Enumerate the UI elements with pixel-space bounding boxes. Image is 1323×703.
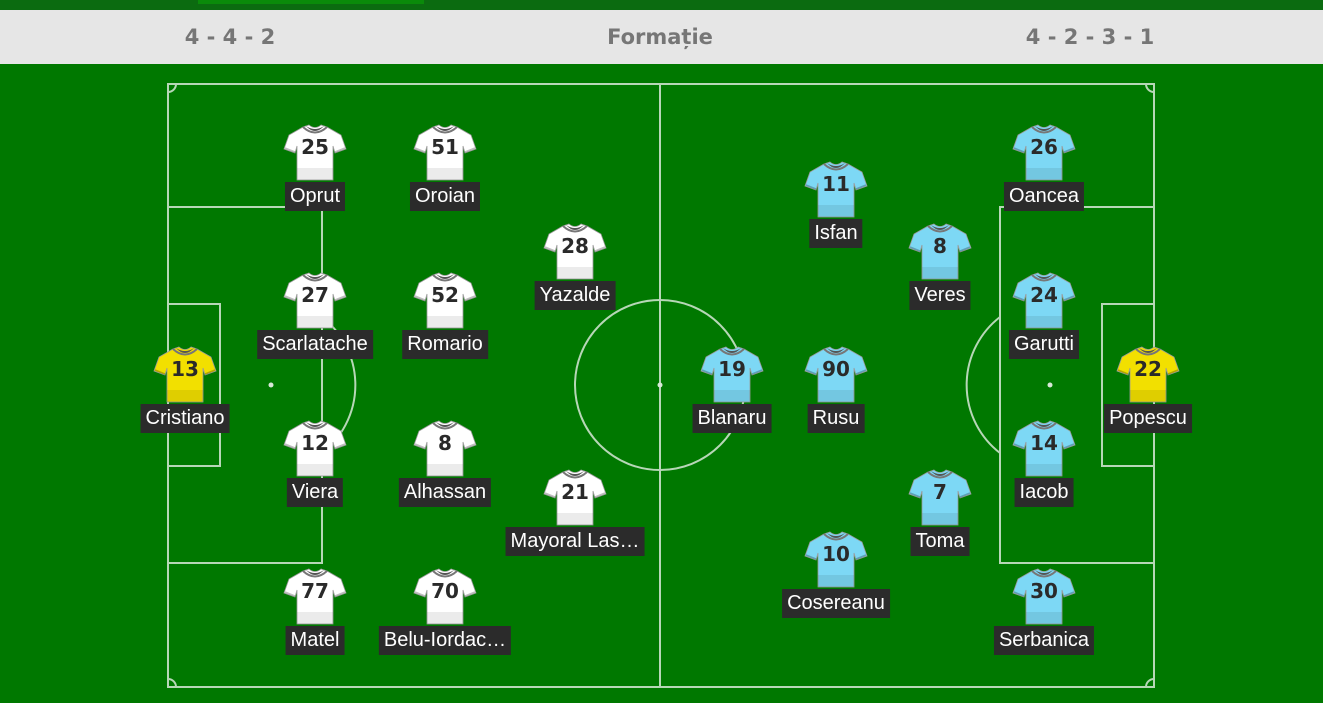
player-number: 25 [301, 135, 329, 159]
player-name: Yazalde [534, 281, 616, 310]
player-number: 12 [301, 431, 329, 455]
player-number: 30 [1030, 579, 1058, 603]
player-number: 7 [933, 480, 947, 504]
player-name: Garutti [1008, 330, 1080, 359]
player-name: Iacob [1014, 478, 1074, 507]
away-shirt-icon: 24 [1012, 272, 1076, 330]
player-number: 11 [822, 172, 850, 196]
player-name: Veres [909, 281, 971, 310]
player-number: 28 [561, 234, 589, 258]
home-shirt-icon: 12 [283, 420, 347, 478]
home-shirt-icon: 8 [413, 420, 477, 478]
away-shirt-icon: 26 [1012, 124, 1076, 182]
player-name: Matel [285, 626, 345, 655]
player-name: Belu-Iordac… [378, 626, 512, 655]
formation-header: 4 - 4 - 2 Formație 4 - 2 - 3 - 1 [0, 10, 1323, 65]
away-shirt-icon: 8 [908, 223, 972, 281]
away-shirt-icon: 19 [700, 346, 764, 404]
home-shirt-icon: 25 [283, 124, 347, 182]
player-number: 8 [933, 234, 947, 258]
player-name: Mayoral Las… [505, 527, 645, 556]
player-number: 24 [1030, 283, 1058, 307]
home-shirt-icon: 27 [283, 272, 347, 330]
active-tab-indicator [198, 0, 424, 4]
away-shirt-icon: 90 [804, 346, 868, 404]
player-name: Oroian [409, 182, 481, 211]
player-number: 52 [431, 283, 459, 307]
player-number: 22 [1134, 357, 1162, 381]
away-formation: 4 - 2 - 3 - 1 [1025, 25, 1155, 49]
player-name: Isfan [809, 219, 863, 248]
away-shirt-icon: 11 [804, 161, 868, 219]
away-shirt-icon: 10 [804, 531, 868, 589]
player-number: 51 [431, 135, 459, 159]
player-number: 90 [822, 357, 850, 381]
player-number: 26 [1030, 135, 1058, 159]
player-name: Popescu [1104, 404, 1192, 433]
home-shirt-icon: 77 [283, 568, 347, 626]
player-number: 77 [301, 579, 329, 603]
player-number: 14 [1030, 431, 1058, 455]
player-name: Serbanica [993, 626, 1095, 655]
player-name: Blanaru [692, 404, 772, 433]
player-number: 19 [718, 357, 746, 381]
away-shirt-icon: 14 [1012, 420, 1076, 478]
player-name: Alhassan [398, 478, 492, 507]
home-shirt-icon: 28 [543, 223, 607, 281]
player-name: Oancea [1003, 182, 1085, 211]
player-name: Cristiano [140, 404, 230, 433]
home-shirt-icon: 21 [543, 469, 607, 527]
player-number: 8 [438, 431, 452, 455]
player-number: 13 [171, 357, 199, 381]
player-number: 21 [561, 480, 589, 504]
top-bar [0, 0, 1323, 10]
player-number: 10 [822, 542, 850, 566]
player-name: Romario [402, 330, 488, 359]
player-name: Rusu [807, 404, 865, 433]
home-shirt-icon: 70 [413, 568, 477, 626]
player-name: Toma [910, 527, 970, 556]
player-name: Cosereanu [782, 589, 890, 618]
goalkeeper-shirt-icon: 22 [1116, 346, 1180, 404]
player-name: Viera [286, 478, 344, 507]
home-shirt-icon: 52 [413, 272, 477, 330]
player-name: Scarlatache [257, 330, 373, 359]
home-formation: 4 - 4 - 2 [184, 25, 276, 49]
away-shirt-icon: 7 [908, 469, 972, 527]
player-name: Oprut [284, 182, 346, 211]
away-shirt-icon: 30 [1012, 568, 1076, 626]
player-number: 27 [301, 283, 329, 307]
goalkeeper-shirt-icon: 13 [153, 346, 217, 404]
player-number: 70 [431, 579, 459, 603]
home-shirt-icon: 51 [413, 124, 477, 182]
formation-title: Formație [607, 25, 713, 49]
